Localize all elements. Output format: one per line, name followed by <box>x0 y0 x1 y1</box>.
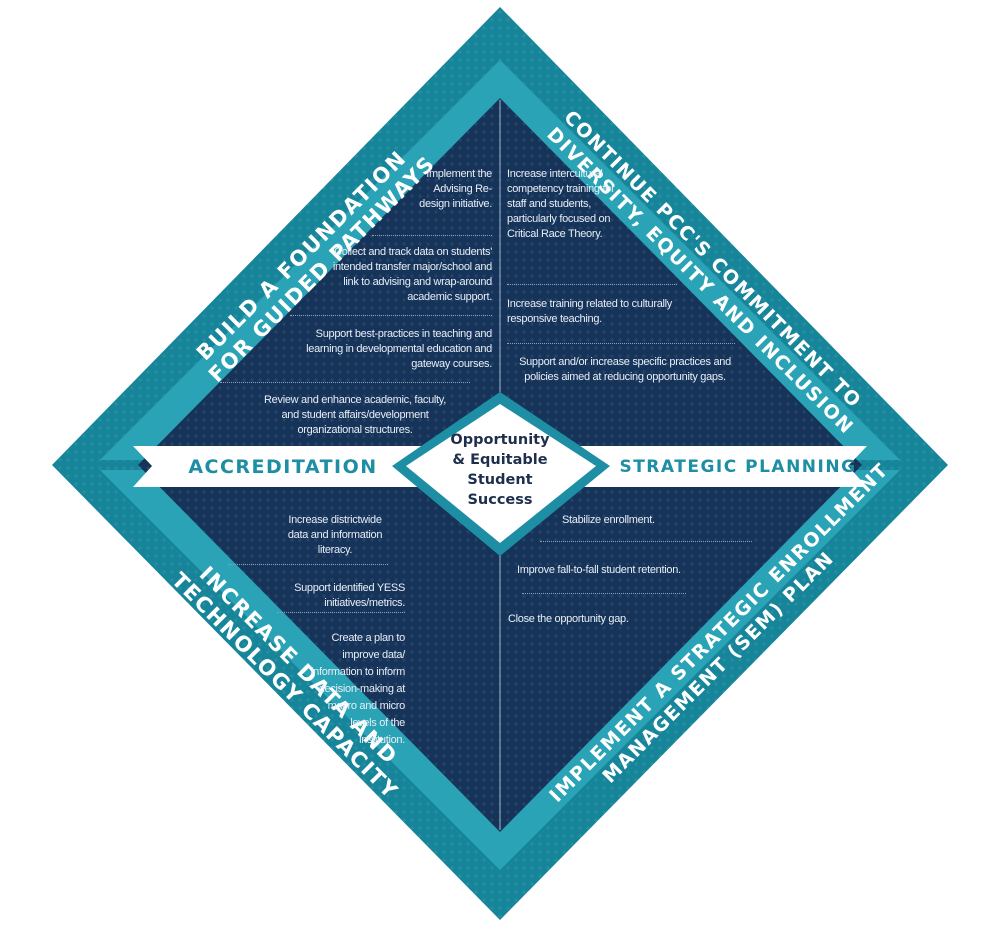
banner-stripe-top-left <box>100 60 500 460</box>
separator <box>372 235 492 236</box>
center-line: Student <box>467 472 533 488</box>
separator <box>290 315 492 316</box>
separator <box>507 284 677 285</box>
strategic-planning-label: STRATEGIC PLANNING <box>619 457 857 477</box>
separator <box>540 541 752 542</box>
separator <box>522 593 686 594</box>
center-title: Opportunity & Equitable Student Success <box>430 430 570 510</box>
item-text: Close the opportunity gap. <box>508 613 629 625</box>
separator <box>220 382 470 383</box>
banner-stripe-bottom-right <box>500 470 900 870</box>
item-text: Support best-practices in teaching and l… <box>306 328 492 370</box>
center-line: & Equitable <box>452 452 548 468</box>
item-text: Collect and track data on students' inte… <box>332 246 492 303</box>
item-text: Implement the Advising Re-design initiat… <box>419 168 492 210</box>
item-text: Increase training related to culturally … <box>507 298 673 325</box>
center-line: Opportunity <box>450 432 550 448</box>
item-text: Review and enhance academic, faculty, an… <box>264 394 446 436</box>
item-text: Increase intercultural competency traini… <box>507 168 615 240</box>
center-diamond <box>406 404 596 543</box>
item-text: Create a plan to improve data/ informati… <box>311 632 405 746</box>
item-text: Improve fall-to-fall student retention. <box>517 564 681 576</box>
banner-stripe-bottom-left <box>100 470 500 870</box>
banner-stripe-top-right <box>500 60 900 460</box>
item-text: Increase districtwide data and informati… <box>287 514 383 556</box>
accreditation-label: ACCREDITATION <box>188 456 378 478</box>
item-text: Stabilize enrollment. <box>562 514 655 526</box>
center-line: Success <box>467 492 533 508</box>
separator <box>507 343 735 344</box>
separator <box>228 564 388 565</box>
item-text: Support and/or increase specific practic… <box>519 356 731 383</box>
separator <box>277 612 405 613</box>
item-text: Support identified YESS initiatives/metr… <box>294 582 405 609</box>
